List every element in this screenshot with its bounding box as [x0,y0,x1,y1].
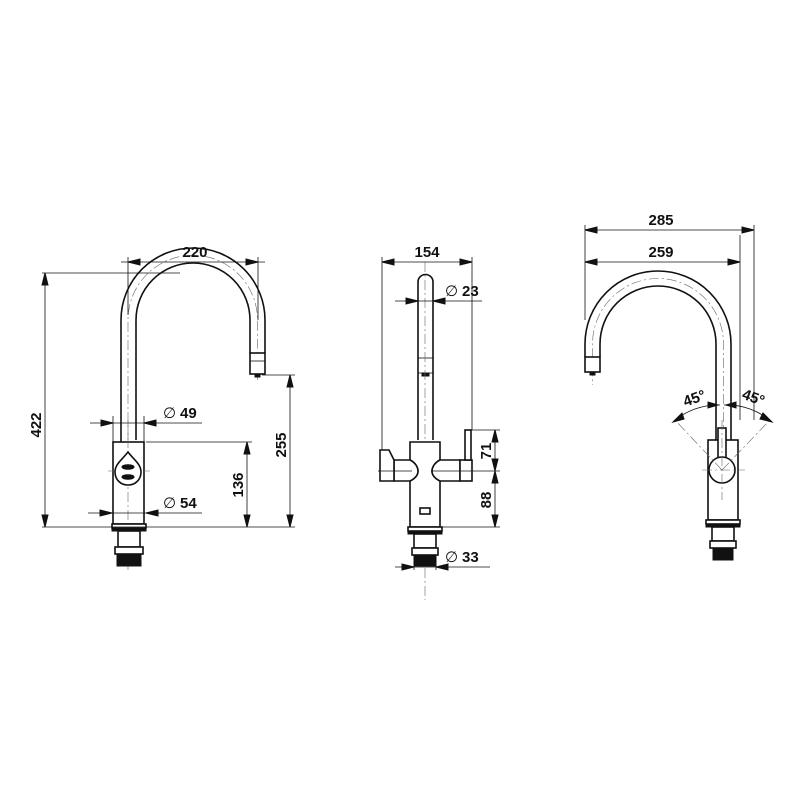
svg-text:∅: ∅ [163,405,176,422]
dim-upper-diameter-49: 49 [180,405,197,422]
mixer-lever [464,429,472,461]
aerator [249,352,266,375]
dim-max-width-285: 285 [648,212,673,229]
dim-lever-angle-right: 45° [740,386,767,410]
spout-centerline [127,255,258,440]
shank [413,533,437,549]
dim-shank-diameter-33: 33 [462,549,479,566]
diameter-symbol: ∅ [445,549,458,566]
dim-spout-diameter-23: 23 [462,283,479,300]
diameter-symbol: ∅ [445,283,458,300]
dim-body-height-136: 136 [230,472,247,497]
indicator-icon [419,507,431,515]
dim-spout-reach-259: 259 [648,244,673,261]
dim-lever-height-71: 71 [478,443,495,460]
dim-total-height-422: 422 [28,412,45,437]
shank [711,526,735,542]
dim-lever-angle-left: 45° [681,387,708,411]
rotation-view: 45° 45° 285 259 [584,212,774,561]
thread [116,553,142,567]
dim-overall-depth-154: 154 [414,244,440,261]
diameter-symbol: ∅ [163,495,176,512]
diameter-symbol: ∅ [163,405,176,422]
spout-tube [417,273,434,440]
thread [712,547,734,561]
dim-spout-reach-220: 220 [182,244,207,261]
front-view: 220 422 255 136 ∅ 49 ∅ 54 [28,244,295,570]
aerator [584,356,601,373]
outlet-tip [254,373,261,378]
spout-outer-line [584,270,732,440]
spout-outer-line [120,247,266,440]
dim-body-diameter-54: 54 [180,495,197,512]
dim-outlet-height-255: 255 [273,432,290,457]
thread [413,554,437,567]
filtered-water-handle [379,449,395,482]
dim-valve-to-base-88: 88 [478,492,495,509]
shank [117,530,141,548]
side-view: 154 ∅ 23 71 88 ∅ 33 [378,244,500,600]
spout-inner-line [135,262,251,440]
